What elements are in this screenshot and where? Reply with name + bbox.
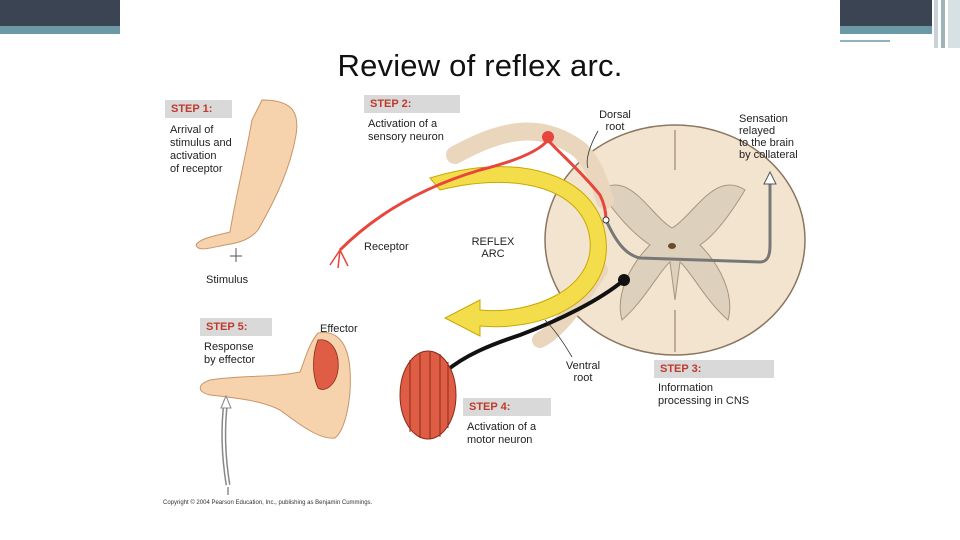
reflex-arc-arrow: [429, 166, 607, 337]
spinal-cord: [544, 124, 806, 356]
step5-text: Response by effector: [204, 341, 256, 366]
step1-tag: STEP 1:: [165, 100, 232, 118]
collateral-to-brain: [604, 180, 772, 264]
collateral-arrowhead: [763, 170, 777, 185]
arm-step5: [199, 331, 351, 439]
label-stimulus: Stimulus: [206, 274, 249, 286]
top-left-bar-teal: [0, 26, 120, 34]
step3-tag: STEP 3:: [654, 360, 774, 378]
top-right-thin-line: [840, 40, 890, 42]
step1-text: Arrival of stimulus and activation of re…: [170, 124, 232, 175]
biceps-muscle: [313, 339, 339, 390]
motor-cell-body: [618, 274, 630, 286]
step5-tag: STEP 5:: [200, 318, 272, 336]
label-sensation: Sensation relayed to the brain by collat…: [739, 113, 798, 161]
top-right-bar-teal: [840, 26, 932, 34]
stimulus-mark: [230, 248, 242, 262]
label-receptor: Receptor: [364, 241, 409, 253]
sensory-neuron: [338, 137, 608, 252]
arm-step1: [195, 99, 298, 250]
dorsal-root-nerve: [446, 122, 614, 209]
label-effector: Effector: [320, 323, 358, 335]
step4-tag: STEP 4:: [463, 398, 551, 416]
label-dorsal-root: Dorsal root: [599, 109, 631, 133]
step2-tag: STEP 2:: [364, 95, 460, 113]
corner-stripes: [934, 0, 960, 48]
step3-text: Information processing in CNS: [658, 382, 750, 407]
slide-title: Review of reflex arc.: [337, 48, 623, 83]
step2-text: Activation of a sensory neuron: [368, 118, 444, 143]
sensory-cell-body: [542, 131, 554, 143]
top-right-bar-dark: [840, 0, 932, 26]
muscle-fibers: [399, 350, 457, 440]
top-left-bar-dark: [0, 0, 120, 26]
motor-neuron: [443, 278, 626, 374]
label-reflex-arc: REFLEX ARC: [471, 236, 515, 260]
step4-text: Activation of a motor neuron: [467, 421, 537, 446]
copyright-text: Copyright © 2004 Pearson Education, Inc.…: [163, 500, 373, 506]
label-ventral-root: Ventral root: [565, 360, 601, 384]
